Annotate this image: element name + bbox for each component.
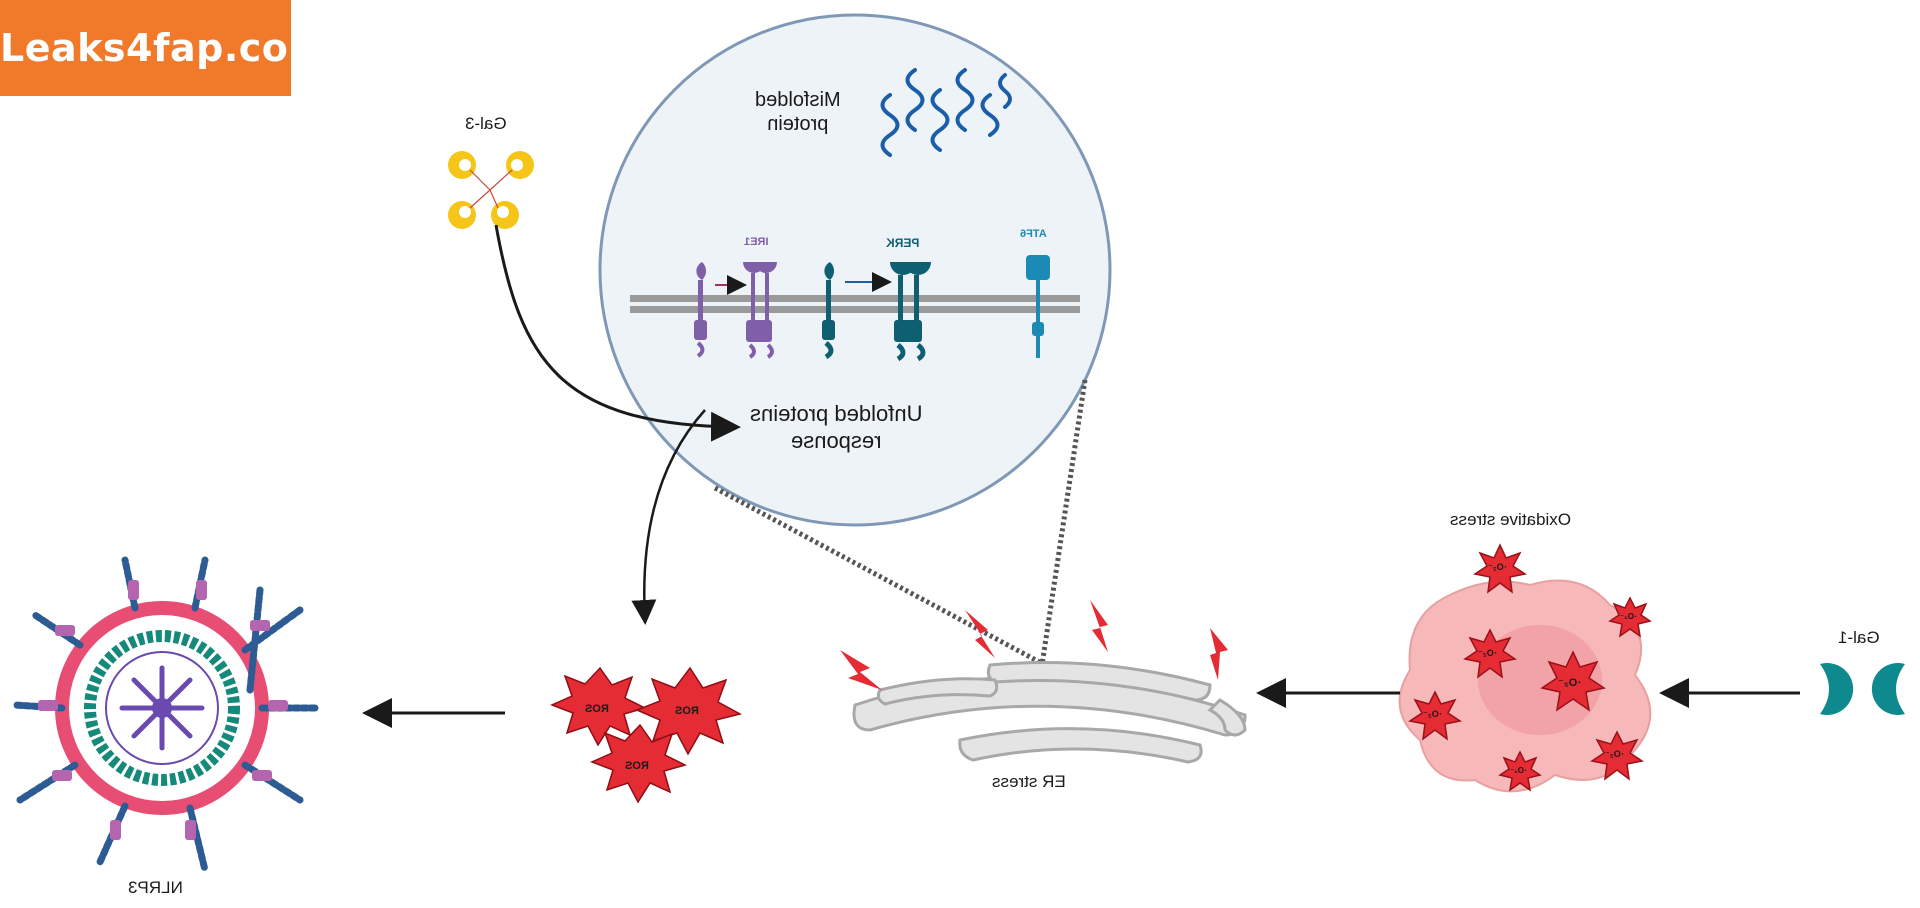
zoom-line-left (713, 485, 1047, 668)
perk-label: PERK (886, 236, 920, 250)
gal1-molecule (1820, 663, 1905, 715)
upr-to-ros-arrow (631, 409, 706, 625)
upr-label-line1: Unfolded proteins (750, 401, 923, 426)
er-stress-label: ER stress (992, 772, 1066, 791)
superoxide-label-3: ·O₂⁻ (1478, 648, 1497, 658)
ire1-label: IRE1 (744, 236, 769, 248)
upr-label: Unfolded proteins response (750, 400, 922, 454)
misfolded-protein-icon (880, 68, 1012, 157)
ros-star-3 (590, 723, 688, 804)
ros-label-3: ROS (625, 760, 649, 772)
ros-label-1: ROS (585, 703, 609, 715)
zoom-line-right (1039, 379, 1088, 666)
ros-label-2: ROS (675, 705, 699, 717)
nlrp3-inflammasome (11, 556, 319, 874)
oxidative-stress-label: Oxidative stress (1450, 510, 1571, 529)
gal3-to-upr-arrow (494, 224, 741, 442)
perk-receptor-dimer (890, 262, 931, 362)
superoxide-label-1: ·O₂⁻ (1488, 562, 1507, 572)
upr-label-line2: response (790, 428, 882, 453)
watermark-logo: Leaks4fap.com (0, 0, 328, 96)
zoom-circle (598, 13, 1112, 527)
ros-star-1 (550, 666, 648, 747)
misfolded-protein-label: Misfolded protein (755, 88, 841, 136)
superoxide-label-6: ·O₂⁻ (1605, 749, 1624, 759)
atf6-receptor (1026, 255, 1050, 358)
stressed-cell (1398, 579, 1652, 793)
ire1-receptor-dimer (743, 262, 777, 359)
superoxide-stars (1408, 543, 1652, 792)
superoxide-label-2: ·O₂⁻ (1620, 612, 1637, 621)
nlrp3-label: NLRP3 (128, 878, 183, 897)
misfolded-label-line1: Misfolded (755, 89, 841, 111)
ros-stars (550, 666, 743, 804)
gal1-label: Gal-1 (1838, 628, 1880, 647)
superoxide-label-4: ·O₂⁻ (1558, 677, 1581, 689)
er-membrane (630, 295, 1080, 313)
superoxide-label-7: ·O₂⁻ (1510, 766, 1527, 775)
ros-star-2 (635, 666, 743, 756)
gal3-label: Gal-3 (465, 114, 507, 133)
stress-lightning-icons (840, 600, 1228, 690)
endoplasmic-reticulum (852, 661, 1247, 764)
perk-receptor-monomer (822, 262, 835, 360)
atf6-label: ATF6 (1020, 228, 1047, 240)
superoxide-label-5: ·O₂⁻ (1423, 709, 1442, 719)
ire1-receptor-monomer (694, 262, 707, 358)
misfolded-label-line2: protein (767, 113, 829, 135)
gal3-molecule (448, 151, 534, 229)
